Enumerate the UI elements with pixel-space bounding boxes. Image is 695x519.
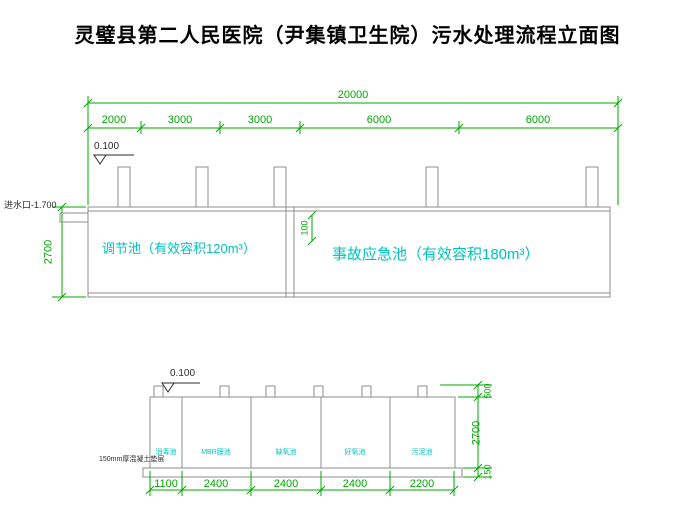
elevation-triangle-icon (93, 154, 200, 393)
total-dim-label: 20000 (337, 89, 369, 101)
wall-dim-label: 100 (299, 220, 310, 236)
base-slab (142, 467, 463, 478)
compartment-label: 缺氧池 (275, 449, 297, 456)
tank1-label: 调节池（有效容积120m³） (102, 241, 256, 256)
upper-dimension-lines (52, 96, 623, 302)
segment-dim-label: 2000 (101, 114, 127, 126)
height-dim-label-lower: 2700 (470, 420, 483, 446)
height-dim-label-lower: 500 (482, 383, 493, 399)
inlet-pipe (59, 212, 89, 223)
width-dim-label: 2400 (342, 478, 368, 490)
lower-tank-structure (142, 385, 463, 478)
width-dim-label: 2200 (409, 478, 435, 490)
elevation-label-upper: 0.100 (94, 141, 120, 152)
width-dim-label: 1100 (154, 478, 178, 490)
slab-note-label: 150mm厚混凝土垫层 (99, 456, 165, 463)
segment-dim-label: 3000 (167, 114, 193, 126)
height-dim-label-lower: 150 (482, 464, 493, 480)
elevation-label-lower: 0.100 (170, 368, 196, 379)
compartment-label: MBR膜池 (201, 449, 231, 456)
segment-dim-label: 6000 (525, 114, 551, 126)
tank2-label: 事故应急池（有效容积180m³） (332, 246, 540, 263)
inlet-label: 进水口-1.700 (4, 200, 57, 210)
lower-dimension-lines (145, 380, 492, 496)
compartment-label: 消毒池 (155, 449, 177, 456)
compartment-label: 污泥池 (411, 449, 433, 456)
height-dim-label-upper: 2700 (42, 239, 55, 265)
segment-dim-label: 6000 (366, 114, 392, 126)
width-dim-label: 2400 (203, 478, 229, 490)
upper-tank-structure (59, 166, 611, 298)
segment-dim-label: 3000 (247, 114, 273, 126)
width-dim-label: 2400 (273, 478, 299, 490)
drawing-title: 灵璧县第二人民医院（尹集镇卫生院）污水处理流程立面图 (74, 25, 621, 47)
compartment-label: 好氧池 (344, 449, 366, 456)
